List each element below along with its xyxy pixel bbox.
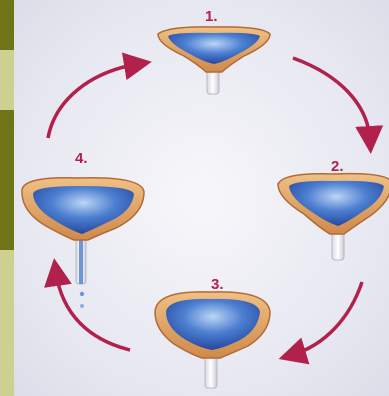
cycle-arrow-4-to-1 (48, 64, 138, 138)
bladder-icon (155, 292, 270, 388)
cycle-arrow-3-to-4 (56, 272, 130, 350)
stage-3-label: 3. (211, 276, 224, 293)
bladder-icon (278, 174, 389, 260)
stage-1-label: 1. (205, 8, 218, 25)
cycle-arrow-2-to-3 (292, 282, 362, 355)
stage-4-label: 4. (75, 150, 88, 167)
stage-2-label: 2. (331, 158, 344, 175)
cycle-arrow-1-to-2 (293, 58, 370, 140)
bladder-icon (158, 27, 270, 94)
bladder-icon (22, 178, 144, 308)
